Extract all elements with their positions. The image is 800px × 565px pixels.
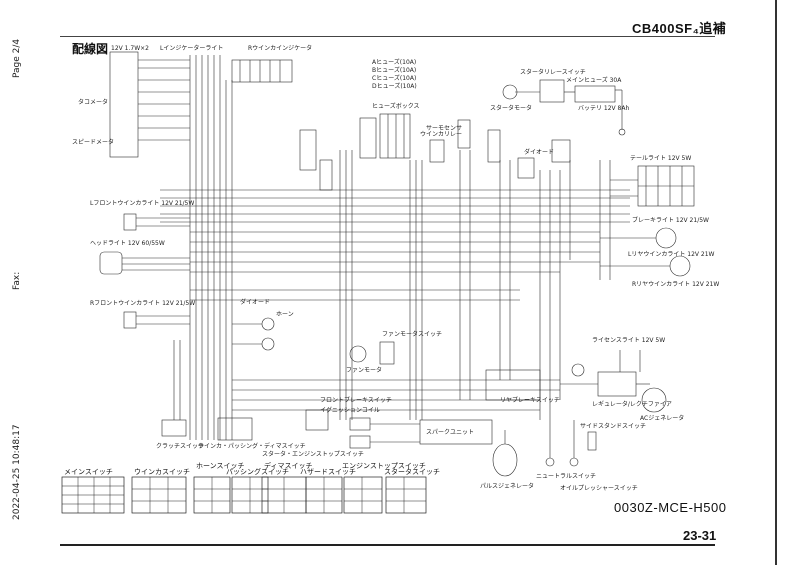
starter-engine-stop-label: スタータ・エンジンストップスイッチ (262, 450, 364, 458)
thermo-sensor-label: サーモセンサ (426, 125, 462, 132)
header-rule (60, 36, 715, 37)
right-indicator-label: Rウインカインジケータ (248, 44, 312, 52)
rear-right-winker-lamp (669, 255, 691, 277)
svg-text:メインスイッチ: メインスイッチ (64, 468, 113, 476)
fuse-c-label: Cヒューズ(10A) (372, 74, 416, 82)
ac-generator-label: ACジェネレータ (640, 414, 684, 422)
winker-passing-switch-label: ウインカ・パッシング・ディマスイッチ (198, 442, 306, 450)
speedometer-label: スピードメータ (72, 138, 114, 146)
regulator-rectifier (597, 371, 637, 397)
diode2-label: ダイオード (524, 148, 554, 156)
winker-relay (429, 139, 445, 163)
battery-label: バッテリ 12V 8Ah (578, 105, 629, 112)
clutch-switch-label: クラッチスイッチ (156, 443, 204, 450)
switch-table-engine-stop: エンジンストップスイッチ (342, 462, 426, 514)
front-left-winker-label: Lフロントウインカライト 12V 21/5W (90, 199, 194, 207)
svg-text:パッシングスイッチ: パッシングスイッチ (226, 467, 289, 476)
diagram-labels: 12V 1.7W×2 Lインジケーターライト Rウインカインジケータ タコメータ… (72, 44, 719, 492)
svg-text:ハザードスイッチ: ハザードスイッチ (300, 468, 356, 476)
fuse-b-label: Bヒューズ(10A) (372, 66, 416, 74)
fuse-d-label: Dヒューズ(10A) (372, 82, 417, 90)
svg-text:ホーンスイッチ: ホーンスイッチ (196, 462, 245, 470)
tachometer-label: タコメータ (78, 98, 108, 106)
battery-symbol (574, 85, 616, 103)
fuse-box (379, 113, 411, 159)
instrument-cluster (109, 51, 139, 158)
switch-table-winker: ウインカスイッチ (131, 468, 190, 514)
rear-brake-switch-label: リヤブレーキスイッチ (500, 396, 560, 404)
diode-label: ダイオード (240, 298, 270, 306)
pulse-generator-label: パルスジェネレータ (480, 482, 534, 490)
starter-motor-symbol (502, 84, 518, 100)
winker-relay-label: ウインカリレー (420, 130, 462, 138)
fuse-box-label: ヒューズボックス (372, 102, 420, 110)
fuse-a-label: Aヒューズ(10A) (372, 58, 416, 66)
front-left-winker-lamp (123, 213, 137, 231)
svg-text:ディマスイッチ: ディマスイッチ (264, 461, 313, 470)
front-right-winker-lamp (123, 311, 137, 329)
pulse-generator-symbol (492, 443, 518, 477)
main-fuse-label: メインヒューズ 30A (566, 76, 622, 84)
starter-motor-label: スタータモータ (490, 104, 532, 112)
oil-pressure-label: オイルプレッシャースイッチ (560, 485, 638, 492)
fan-switch-label: ファンモータスイッチ (382, 330, 442, 338)
switch-table-main: メインスイッチ (61, 468, 125, 514)
spark-unit-box (419, 419, 493, 445)
indicator-bulbs (231, 59, 293, 83)
license-light-label: ライセンスライト 12V 5W (592, 337, 665, 344)
spark-unit-label: スパークユニット (426, 429, 474, 436)
regulator-label: レギュレータ/レクチファイア (592, 400, 672, 408)
horn-label: ホーン (276, 311, 294, 318)
svg-text:スタータスイッチ: スタータスイッチ (384, 467, 440, 476)
switch-table-hazard: ハザードスイッチ (300, 468, 356, 514)
page-number: 23-31 (683, 528, 717, 543)
fan-motor-symbol (349, 345, 367, 363)
svg-text:ウインカスイッチ: ウインカスイッチ (134, 468, 190, 476)
indicator-lights-label: Lインジケーターライト (160, 44, 223, 52)
rear-left-winker-label: Lリヤウインカライト 12V 21W (628, 250, 715, 258)
svg-text:エンジンストップスイッチ: エンジンストップスイッチ (342, 462, 426, 470)
front-brake-switch-label: フロントブレーキスイッチ (320, 396, 392, 404)
scan-edge (775, 0, 777, 565)
switch-tables: メインスイッチ ウインカスイッチ ホーンスイッチ パッシングスイッチ (61, 461, 440, 514)
footer-rule (60, 544, 715, 546)
rear-right-winker-label: Rリヤウインカライト 12V 21W (632, 280, 719, 288)
side-stand-label: サイドスタンドスイッチ (580, 422, 646, 430)
ignition-coil-label: イグニッションコイル (320, 406, 380, 414)
rear-left-winker-lamp (655, 227, 677, 249)
headlight-label: ヘッドライト 12V 60/55W (90, 240, 165, 247)
headlight-lamp (99, 251, 123, 275)
meter-label: 12V 1.7W×2 (111, 45, 149, 52)
front-right-winker-label: Rフロントウインカライト 12V 21/5W (90, 299, 195, 307)
brake-light-label: ブレーキライト 12V 21/5W (632, 216, 709, 224)
starter-relay-label: スタータリレースイッチ (520, 68, 586, 76)
switch-table-starter: スタータスイッチ (384, 467, 440, 514)
switch-table-passing: パッシングスイッチ (226, 467, 289, 514)
tail-light-label: テールライト 12V 5W (630, 155, 691, 162)
switch-table-horn: ホーンスイッチ (193, 462, 245, 514)
fan-motor-label: ファンモータ (346, 366, 382, 374)
document-code: 0030Z-MCE-H500 (614, 500, 727, 515)
neutral-switch-label: ニュートラルスイッチ (536, 473, 596, 480)
section-title: 配線図 (72, 42, 109, 56)
ac-generator-symbol (641, 387, 667, 413)
starter-relay-switch (539, 79, 565, 103)
horn-symbol (261, 317, 275, 331)
page-title: CB400SF₄追補 (632, 21, 727, 36)
wire-harness (99, 51, 695, 477)
